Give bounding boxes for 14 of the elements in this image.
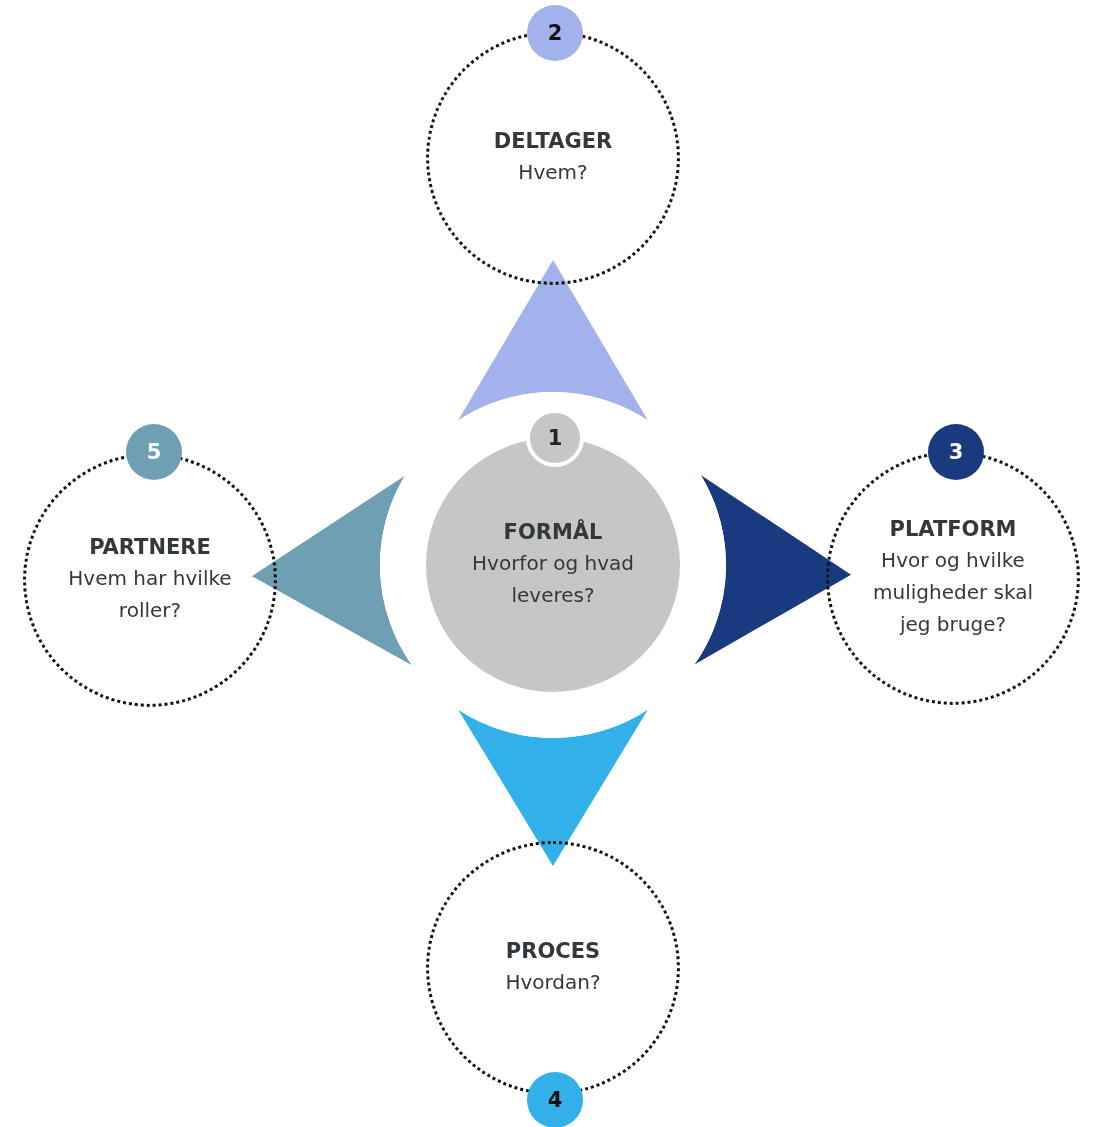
question-text: Hvem har hvilke roller? [67,564,233,624]
question-text: Hvem? [517,158,589,186]
number-badge: 2 [527,5,583,61]
number-badge: 3 [928,424,984,480]
number-badge: 5 [126,424,182,480]
heading: PARTNERE [88,534,212,562]
heading: PLATFORM [888,516,1018,544]
heading: FORMÅL [502,519,604,547]
heading: DELTAGER [492,128,614,156]
question-text: Hvordan? [504,968,602,996]
question-text: Hvorfor og hvad leveres? [471,549,635,609]
number-badge: 4 [527,1072,583,1127]
heading: PROCES [504,938,602,966]
question-text: Hvor og hvilke muligheder skal jeg bruge? [872,546,1034,638]
